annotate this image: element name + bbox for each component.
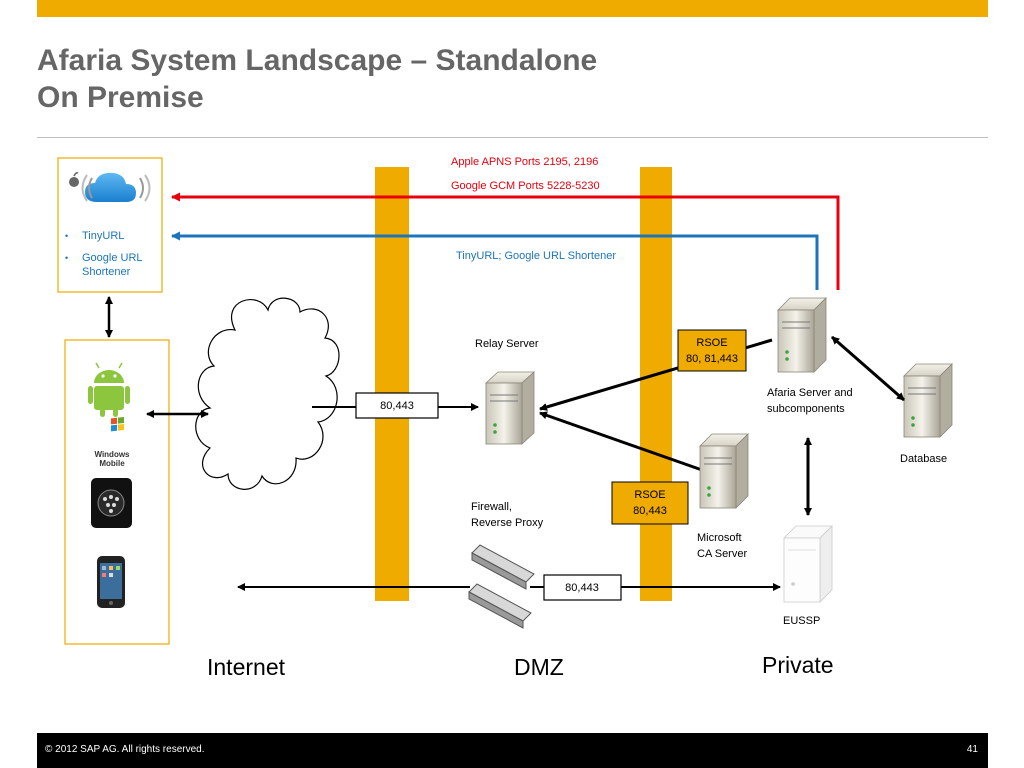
rsoe-upper-ports: 80, 81,443 — [686, 353, 738, 365]
dmz-boundary-left — [375, 167, 409, 601]
title-line-2: On Premise — [37, 81, 204, 114]
ms-ca-label: CA Server — [697, 548, 747, 560]
eussp-label: EUSSP — [783, 615, 820, 627]
tinyurl-label: TinyURL; Google URL Shortener — [456, 250, 616, 262]
architecture-diagram: • TinyURL • Google URL Shortener Windows… — [57, 156, 953, 680]
android-icon — [88, 362, 130, 417]
iphone-icon — [97, 556, 125, 608]
afaria-server-label: subcomponents — [767, 403, 845, 415]
rsoe-lower-box — [611, 481, 689, 525]
zone-private-label: Private — [762, 652, 834, 678]
bullet-dot: • — [65, 253, 68, 263]
database-server-icon — [903, 363, 953, 438]
service-tinyurl: TinyURL — [82, 230, 124, 242]
service-google-url: Google URL — [82, 252, 143, 264]
rsoe-upper-box — [677, 329, 747, 372]
eussp-server-icon — [783, 525, 833, 603]
ms-ca-label: Microsoft — [697, 532, 742, 544]
footer-bar: © 2012 SAP AG. All rights reserved. 41 — [37, 733, 988, 768]
port-label-box — [543, 574, 622, 601]
rsoe-lower-label: RSOE — [634, 489, 665, 501]
relay-server-label: Relay Server — [475, 338, 539, 350]
dmz-boundary-right — [640, 167, 672, 601]
ms-ca-server-icon — [699, 433, 749, 509]
rsoe-lower-ports: 80,443 — [633, 505, 667, 517]
copyright-text: © 2012 SAP AG. All rights reserved. — [45, 744, 205, 755]
title-divider — [37, 137, 988, 138]
database-label: Database — [900, 453, 947, 465]
apns-label: Apple APNS Ports 2195, 2196 — [451, 156, 598, 168]
firewall-label: Firewall, — [471, 501, 512, 513]
firewall-label: Reverse Proxy — [471, 517, 544, 529]
internet-relay-ports: 80,443 — [380, 400, 414, 412]
afaria-server-icon — [777, 297, 827, 373]
top-accent-bar — [37, 0, 988, 17]
title-line-1: Afaria System Landscape – Standalone — [37, 44, 598, 77]
firewall-switch-icon — [468, 544, 535, 629]
apple-icon — [69, 172, 79, 187]
blackberry-icon — [91, 478, 132, 528]
page-number: 41 — [966, 744, 978, 755]
windows-mobile-label: Mobile — [99, 459, 125, 468]
afaria-database-arrow — [831, 335, 905, 402]
port-label-box — [355, 392, 439, 419]
zone-dmz-label: DMZ — [514, 654, 564, 680]
firewall-eussp-ports: 80,443 — [565, 582, 599, 594]
windows-mobile-icon — [111, 416, 124, 432]
tinyurl-arrow — [171, 231, 819, 290]
relay-server-icon — [484, 371, 536, 445]
service-shortener: Shortener — [82, 266, 131, 278]
msca-relay-arrow — [539, 411, 703, 472]
apns-gcm-arrow — [171, 192, 840, 290]
afaria-server-label: Afaria Server and — [767, 387, 853, 399]
windows-mobile-label: Windows — [94, 450, 130, 459]
page-title: Afaria System Landscape – Standalone On … — [37, 42, 597, 116]
internet-cloud-icon — [195, 297, 340, 490]
bullet-dot: • — [65, 231, 68, 241]
rsoe-upper-label: RSOE — [696, 337, 727, 349]
zone-internet-label: Internet — [207, 654, 286, 680]
gcm-label: Google GCM Ports 5228-5230 — [451, 180, 600, 192]
cloud-sync-icon — [81, 172, 151, 202]
